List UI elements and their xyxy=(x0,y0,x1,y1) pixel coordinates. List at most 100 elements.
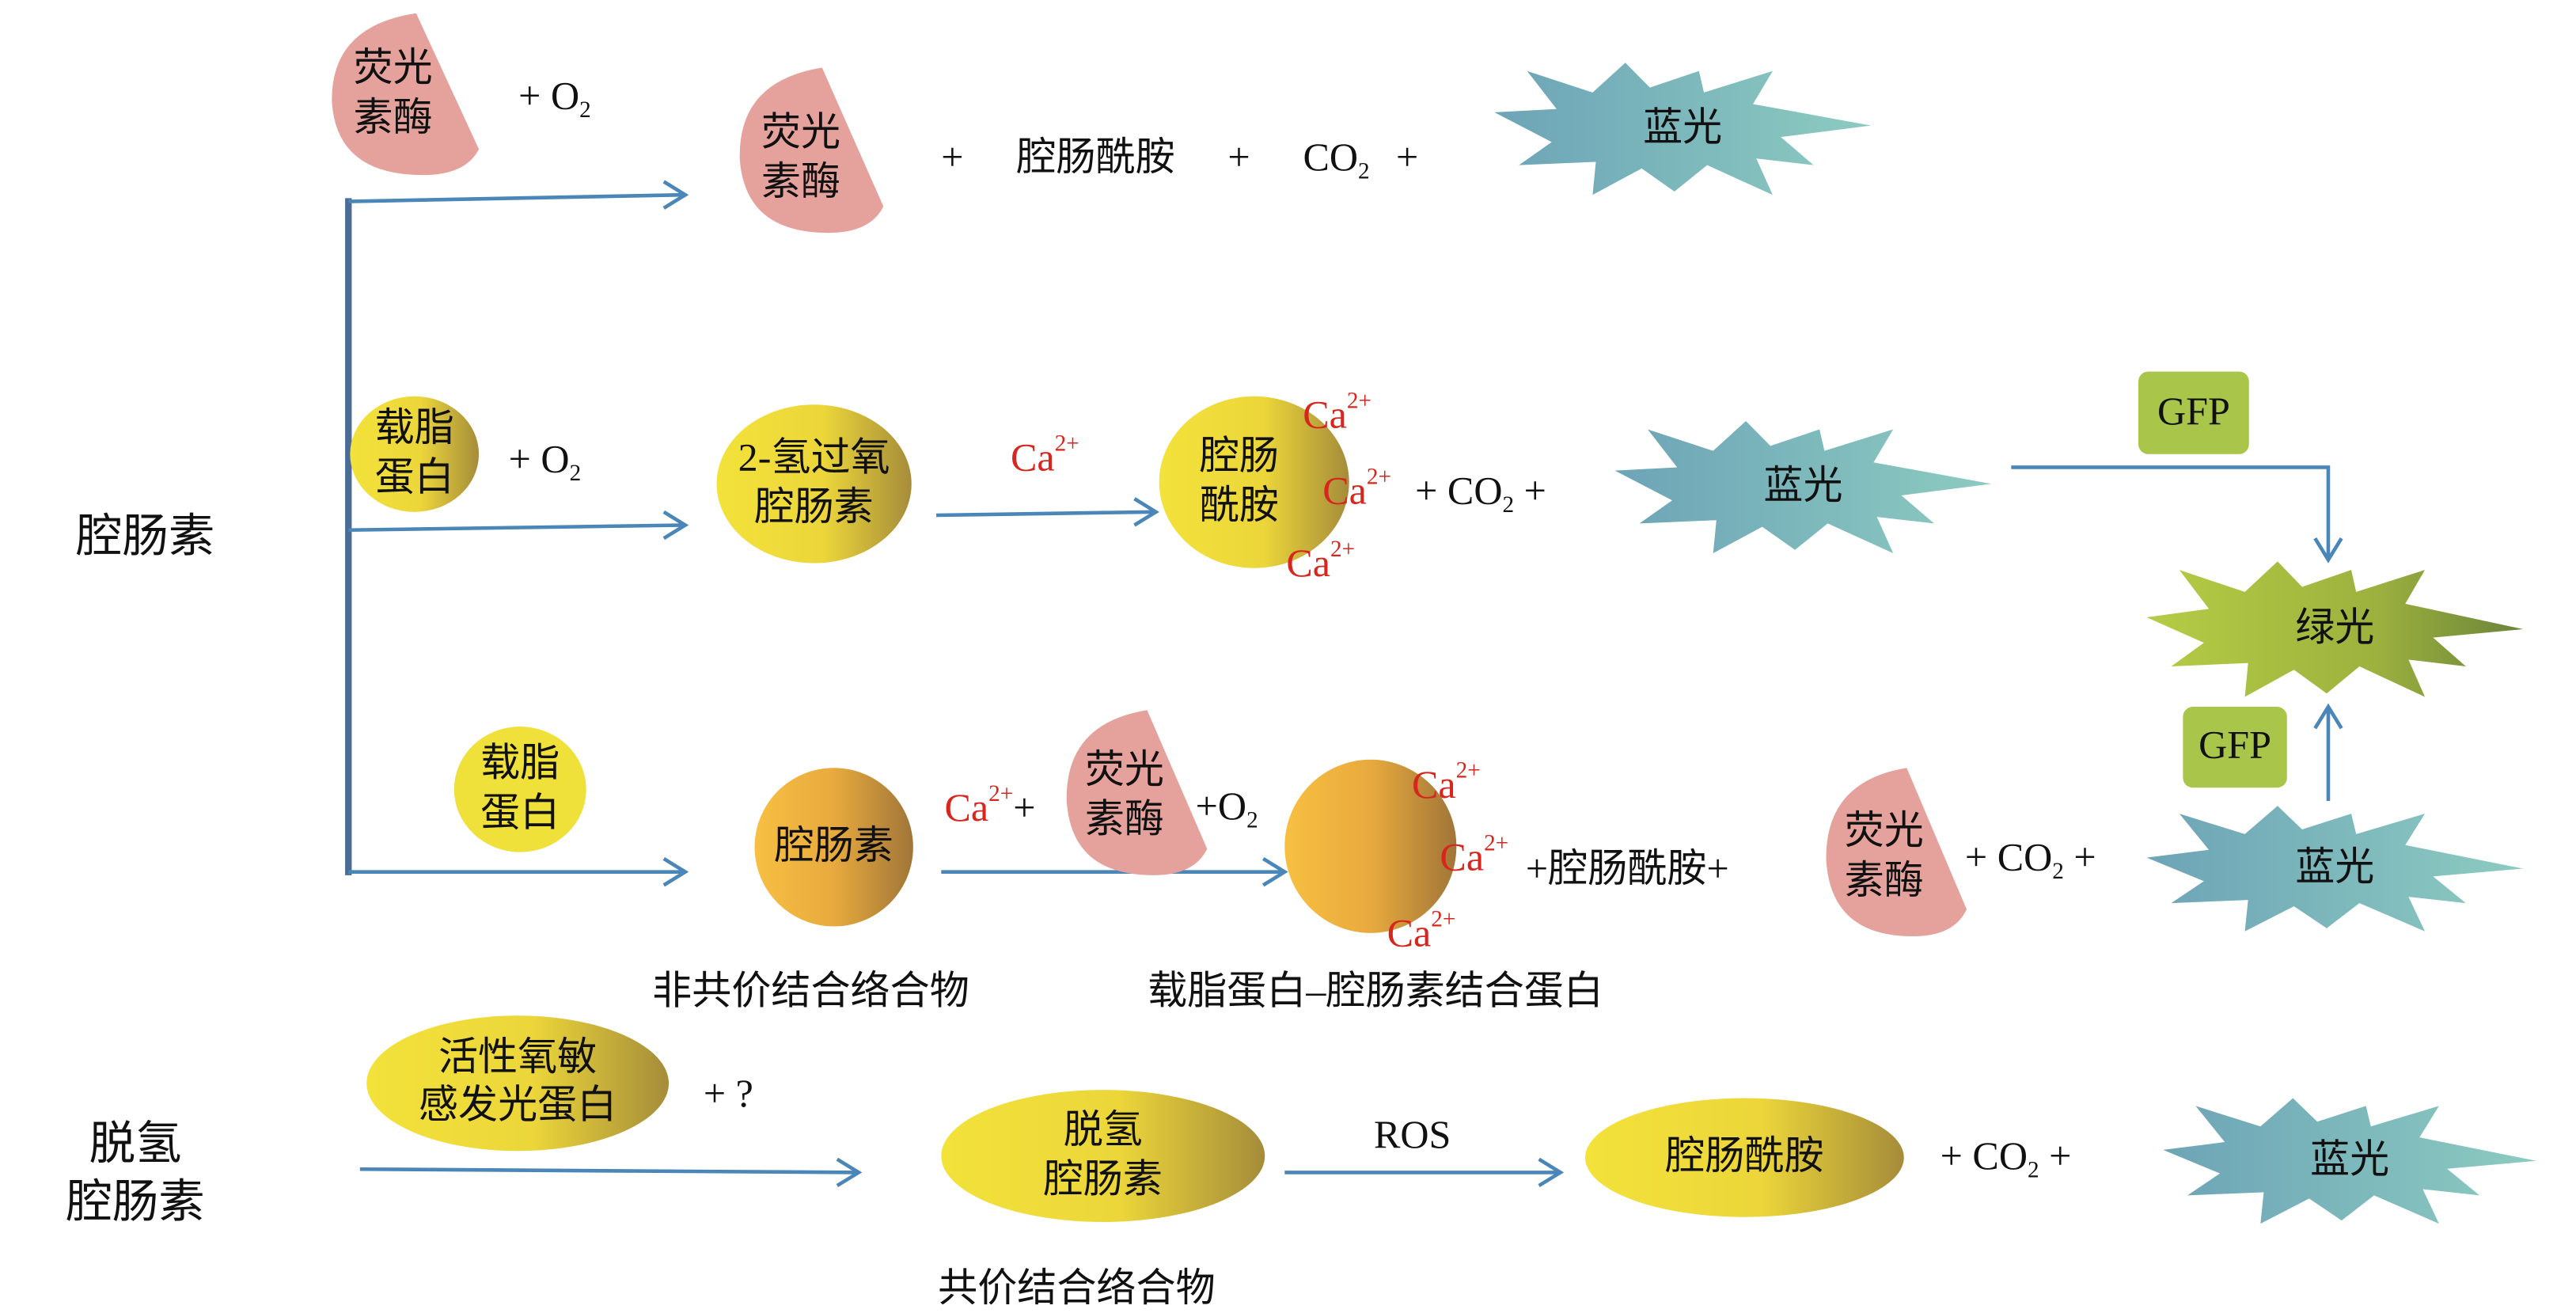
plus-sign: + xyxy=(1706,848,1729,892)
luciferase-label: 荧光素酶 xyxy=(738,84,864,233)
luciferase-node: 荧光素酶 xyxy=(330,13,480,176)
ca-base: Ca xyxy=(1286,543,1331,586)
blue-light-label: 蓝光 xyxy=(1643,107,1723,150)
ros-label: ROS xyxy=(1373,1114,1451,1158)
luciferase-label: 荧光素酶 xyxy=(1065,717,1184,875)
ca-base: Ca xyxy=(1322,470,1367,514)
ellipse-shape xyxy=(1585,1098,1904,1217)
ca-charge: 2+ xyxy=(1484,832,1509,857)
unknown-reactant: ? xyxy=(735,1073,753,1117)
blue-light-burst: 蓝光 xyxy=(2146,806,2524,932)
burst-shape xyxy=(2146,561,2524,697)
plus-sign: + xyxy=(1940,1136,1963,1179)
dehydro-label: 脱氢腔肠素 xyxy=(941,1090,1265,1222)
blue-light-burst: 蓝光 xyxy=(1494,63,1872,195)
ca-charge: 2+ xyxy=(1431,908,1456,933)
plus-sign: + xyxy=(703,1073,727,1117)
plus-sign: + xyxy=(508,439,531,483)
ellipse-shape xyxy=(1159,396,1349,568)
ellipse-shape xyxy=(716,404,912,564)
plus-o2: + O2 xyxy=(509,439,582,489)
apolipoprotein-complex-caption: 载脂蛋白–腔肠素结合蛋白 xyxy=(1148,970,1603,1015)
calcium-ion: Ca2+ xyxy=(1322,465,1391,515)
green-light-burst: 绿光 xyxy=(2146,561,2524,697)
arrow-row2 xyxy=(348,510,689,541)
burst-shape xyxy=(1494,63,1872,195)
burst-shape xyxy=(2146,806,2524,932)
label-line: 感发光蛋白 xyxy=(418,1084,617,1129)
burst-shape xyxy=(1614,421,1992,553)
luciferase-label: 荧光素酶 xyxy=(330,13,456,175)
ca-charge: 2+ xyxy=(1054,432,1079,457)
hydroperoxy-coelenterazine-node: 2-氢过氧腔肠素 xyxy=(716,404,912,564)
coelenteramide-node: 腔肠酰胺 xyxy=(1159,396,1349,568)
ellipse-shape xyxy=(754,768,913,927)
apolipoprotein-coelenterazine-complex xyxy=(1284,759,1457,933)
o2-subscript: 2 xyxy=(569,462,582,488)
gfp-box: GFP xyxy=(2138,371,2249,454)
plus-sign: + xyxy=(941,137,964,180)
calcium-ion: Ca2+ xyxy=(1387,909,1456,958)
plus-co2-plus: + CO2 + xyxy=(1415,471,1546,521)
coelenterazine-node: 腔肠素 xyxy=(754,768,913,927)
co2-subscript: 2 xyxy=(2027,1159,2039,1185)
label-line: 素酶 xyxy=(353,97,433,141)
plus-sign: + xyxy=(1415,470,1438,514)
label-line: 活性氧敏 xyxy=(438,1037,598,1080)
plus-sign: + xyxy=(1396,137,1419,180)
ca-charge: 2+ xyxy=(1366,465,1392,491)
ca-base: Ca xyxy=(1440,837,1485,881)
calcium-ion: Ca2+ xyxy=(1440,833,1508,882)
plus-coelenteramide-plus: +腔肠酰胺+ xyxy=(1526,836,1729,894)
label-line: 荧光 xyxy=(761,112,841,156)
co2-subscript: 2 xyxy=(2052,860,2064,886)
ros-protein-label: 活性氧敏感发光蛋白 xyxy=(366,1015,669,1151)
plus-sign: + xyxy=(1013,787,1036,831)
blue-light-label: 蓝光 xyxy=(2295,847,2375,890)
label-line: 素酶 xyxy=(761,161,841,205)
ellipse-shape xyxy=(1284,759,1457,933)
coelenterazine-node-label: 腔肠素 xyxy=(774,825,893,869)
dehydrocoelenterazine-label: 脱氢 腔肠素 xyxy=(66,1116,204,1231)
plus-sign: + xyxy=(2049,1136,2072,1179)
calcium-plus: Ca2++ xyxy=(944,783,1035,833)
co2-base: CO xyxy=(1447,470,1503,514)
label-line: 蛋白 xyxy=(480,792,560,836)
coelenterazine-label: 腔肠素 xyxy=(75,511,215,564)
luciferase-shape xyxy=(1066,710,1208,875)
blue-light-burst: 蓝光 xyxy=(2163,1098,2536,1224)
o2-base: O xyxy=(550,75,580,120)
co2-subscript: 2 xyxy=(1502,493,1515,519)
co2-base: CO xyxy=(1997,837,2053,881)
blue-light-burst: 蓝光 xyxy=(1614,421,1992,553)
co2-base: CO xyxy=(1303,137,1359,180)
apolipoprotein-node: 载脂蛋白 xyxy=(350,396,480,512)
o2-base: O xyxy=(1217,786,1247,829)
o2-subscript: 2 xyxy=(1246,809,1258,834)
luciferase-shape xyxy=(739,67,884,233)
label-line: 脱氢 xyxy=(1063,1110,1143,1153)
ca-charge: 2+ xyxy=(1346,389,1372,415)
calcium-ion: Ca2+ xyxy=(1412,760,1481,810)
ellipse-shape xyxy=(350,396,480,512)
dehydrocoelenterazine-node: 脱氢腔肠素 xyxy=(941,1090,1265,1223)
ca-base: Ca xyxy=(1411,765,1456,808)
gfp-box: GFP xyxy=(2183,707,2287,788)
apolipoprotein-label: 载脂蛋白 xyxy=(350,397,479,512)
row1-products: + 腔肠酰胺 + CO2 + xyxy=(941,123,1418,186)
ca-base: Ca xyxy=(1303,394,1347,438)
ca-charge: 2+ xyxy=(1455,759,1481,785)
label-line: 蛋白 xyxy=(374,457,454,501)
arrow-row2-calcium xyxy=(936,497,1159,527)
luciferase-node: 荧光素酶 xyxy=(1825,768,1967,937)
apolipoprotein-node: 载脂蛋白 xyxy=(453,727,586,852)
luciferase-node: 荧光素酶 xyxy=(1065,710,1208,875)
label-line: 腔肠素 xyxy=(66,1177,205,1229)
plus-o2: + O2 xyxy=(518,76,591,126)
plus-unknown: + ? xyxy=(704,1073,753,1118)
label-line: 素酶 xyxy=(1844,860,1924,904)
label-line: 脱氢 xyxy=(89,1119,182,1171)
coelenteramide-text: 腔肠酰胺 xyxy=(1016,137,1175,180)
co2-subscript: 2 xyxy=(1358,160,1370,185)
